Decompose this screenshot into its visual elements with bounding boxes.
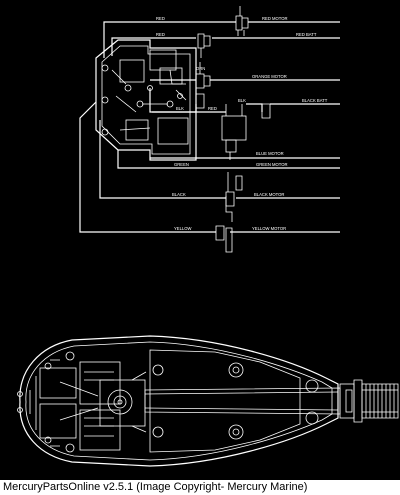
- connector-red-batt: [197, 33, 211, 58]
- motor-housing: [17, 335, 399, 467]
- label-red: RED: [156, 16, 165, 21]
- label-black: BLACK: [172, 192, 186, 197]
- label-blk-small: BLK: [238, 98, 246, 103]
- label-orange-motor: ORANGE MOTOR: [252, 74, 287, 79]
- relay-block: [149, 49, 177, 71]
- label-yellow-motor: YELLOW MOTOR: [252, 226, 286, 231]
- label-blue-motor: BLUE MOTOR: [256, 151, 284, 156]
- wiring-diagram: RED RED MOTOR RED RED BATT ORN ORANGE MO…: [17, 6, 399, 467]
- label-red-small: RED: [208, 106, 217, 111]
- label-yellow: YELLOW: [174, 226, 192, 231]
- connector-orange: [195, 62, 211, 89]
- label-green-motor: GREEN MOTOR: [256, 162, 288, 167]
- label-red-2: RED: [156, 32, 165, 37]
- label-green: GREEN: [174, 162, 189, 167]
- connector-black: [225, 172, 243, 207]
- connector-red-blk: [195, 93, 271, 119]
- label-black-motor: BLACK MOTOR: [254, 192, 284, 197]
- label-red-motor: RED MOTOR: [262, 16, 288, 21]
- connector-yellow: [215, 196, 233, 253]
- label-blk: BLK: [176, 106, 184, 111]
- label-orn: ORN: [196, 66, 205, 71]
- image-caption: MercuryPartsOnline v2.5.1 (Image Copyrig…: [0, 480, 400, 495]
- label-red-batt: RED BATT: [296, 32, 317, 37]
- switch-plate: [95, 39, 197, 161]
- toggle-switch: [221, 104, 247, 160]
- relay-block-lower: [157, 117, 189, 145]
- connector-red-motor: [235, 6, 249, 36]
- label-black-batt: BLACK BATT: [302, 98, 328, 103]
